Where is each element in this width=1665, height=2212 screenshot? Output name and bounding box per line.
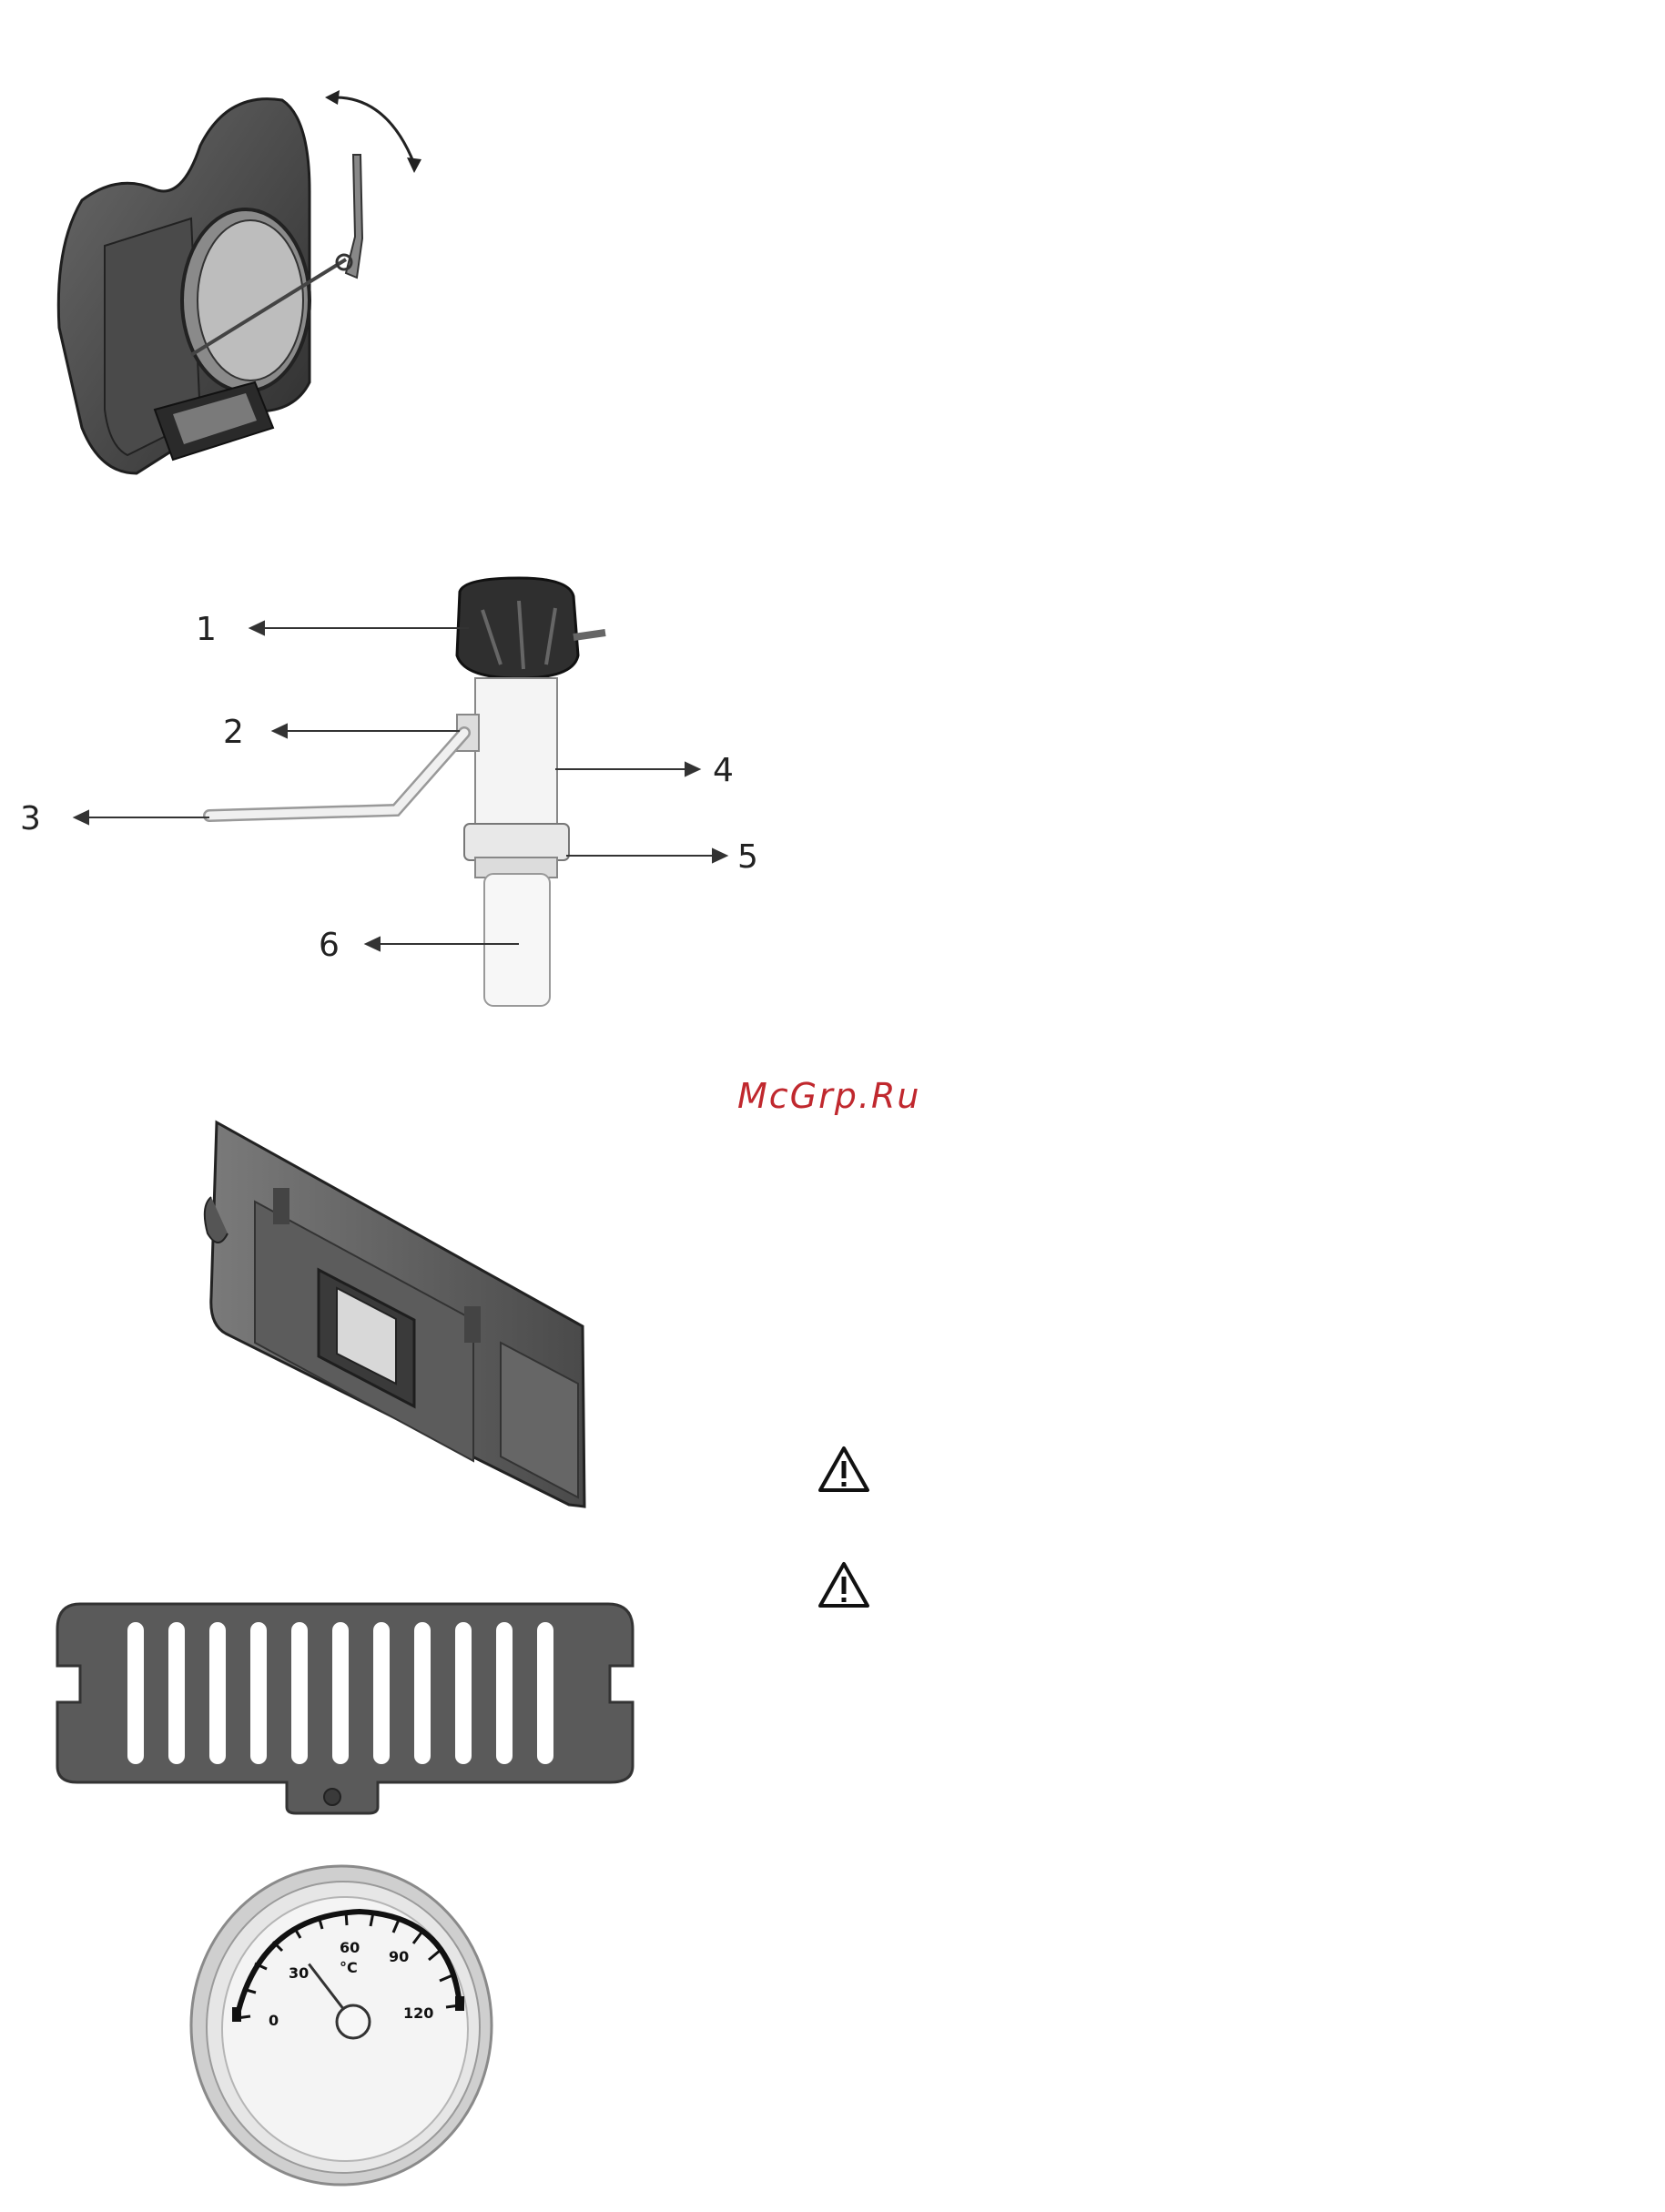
callout-5: 5 [737,838,758,876]
callout-6: 6 [319,927,340,964]
scale-90: 90 [389,1948,409,1965]
callout-1: 1 [196,611,217,648]
scale-60: 60 [340,1939,360,1956]
warning-triangle-icon [817,1561,870,1608]
callout-4: 4 [713,752,734,789]
scale-0: 0 [269,2012,279,2029]
scale-30: 30 [289,1964,309,1982]
baffle-plate-figure [200,1115,601,1516]
grate-figure [55,1602,637,1821]
valve-figure: 1 2 3 4 5 6 [9,564,783,1038]
unit-label: °C [340,1959,358,1976]
rotate-arrow-icon [323,86,432,178]
watermark-text: McGrp.Ru [737,1076,920,1116]
callout-2: 2 [223,714,244,751]
callout-3: 3 [20,800,41,837]
scale-120: 120 [403,2004,433,2022]
warning-triangle-icon [817,1446,870,1493]
thermometer-figure: 0 30 60 90 120 °C [187,1862,496,2189]
